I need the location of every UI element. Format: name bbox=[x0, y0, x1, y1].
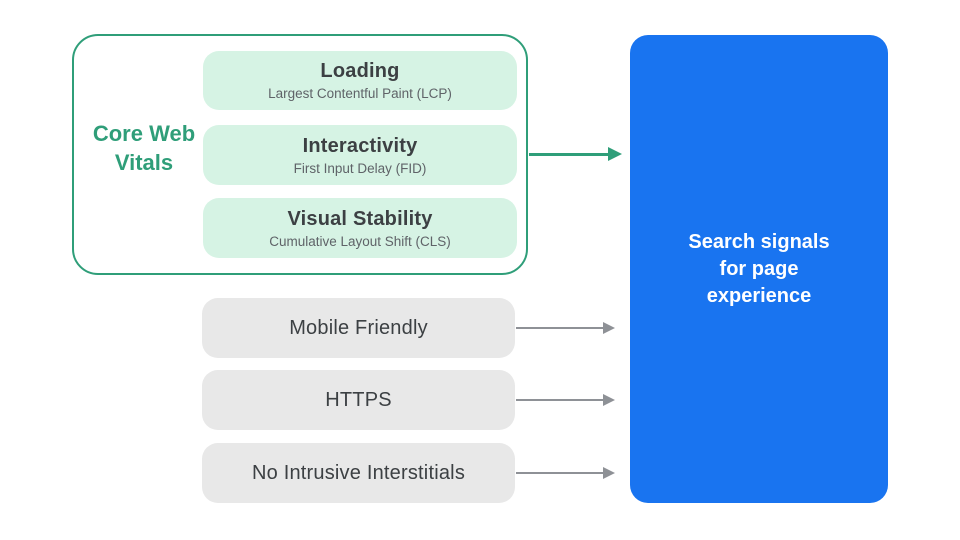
vital-card-title: Interactivity bbox=[302, 134, 418, 157]
core-web-vitals-label: Core Web Vitals bbox=[92, 121, 196, 175]
core-web-vitals-arrow-icon bbox=[529, 147, 622, 161]
signal-box-mobile-friendly: Mobile Friendly bbox=[202, 298, 515, 358]
vital-card-subtitle: First Input Delay (FID) bbox=[293, 160, 427, 176]
signal-label: No Intrusive Interstitials bbox=[251, 461, 466, 484]
signal-box-https: HTTPS bbox=[202, 370, 515, 430]
signal-label: Mobile Friendly bbox=[289, 316, 428, 339]
search-signals-line: Search signals bbox=[688, 230, 830, 253]
signal-label: HTTPS bbox=[325, 388, 392, 411]
vital-card-subtitle: Cumulative Layout Shift (CLS) bbox=[269, 233, 451, 249]
vital-card-title: Visual Stability bbox=[287, 207, 433, 230]
vital-card-title: Loading bbox=[320, 60, 400, 82]
signal-box-no-intrusive-interstitials: No Intrusive Interstitials bbox=[202, 443, 515, 503]
vital-card-loading: Loading Largest Contentful Paint (LCP) bbox=[203, 51, 517, 110]
vital-card-subtitle: Largest Contentful Paint (LCP) bbox=[268, 86, 452, 101]
interstitials-arrow-icon bbox=[516, 467, 615, 479]
vital-card-visual-stability: Visual Stability Cumulative Layout Shift… bbox=[203, 198, 517, 258]
search-signals-panel: Search signals for page experience bbox=[630, 35, 888, 503]
search-signals-label: Search signals for page experience bbox=[688, 229, 829, 310]
search-signals-line: for page bbox=[719, 257, 799, 280]
mobile-friendly-arrow-icon bbox=[516, 322, 615, 334]
search-signals-line: experience bbox=[706, 284, 812, 307]
https-arrow-icon bbox=[516, 394, 615, 406]
vital-card-interactivity: Interactivity First Input Delay (FID) bbox=[203, 125, 517, 185]
